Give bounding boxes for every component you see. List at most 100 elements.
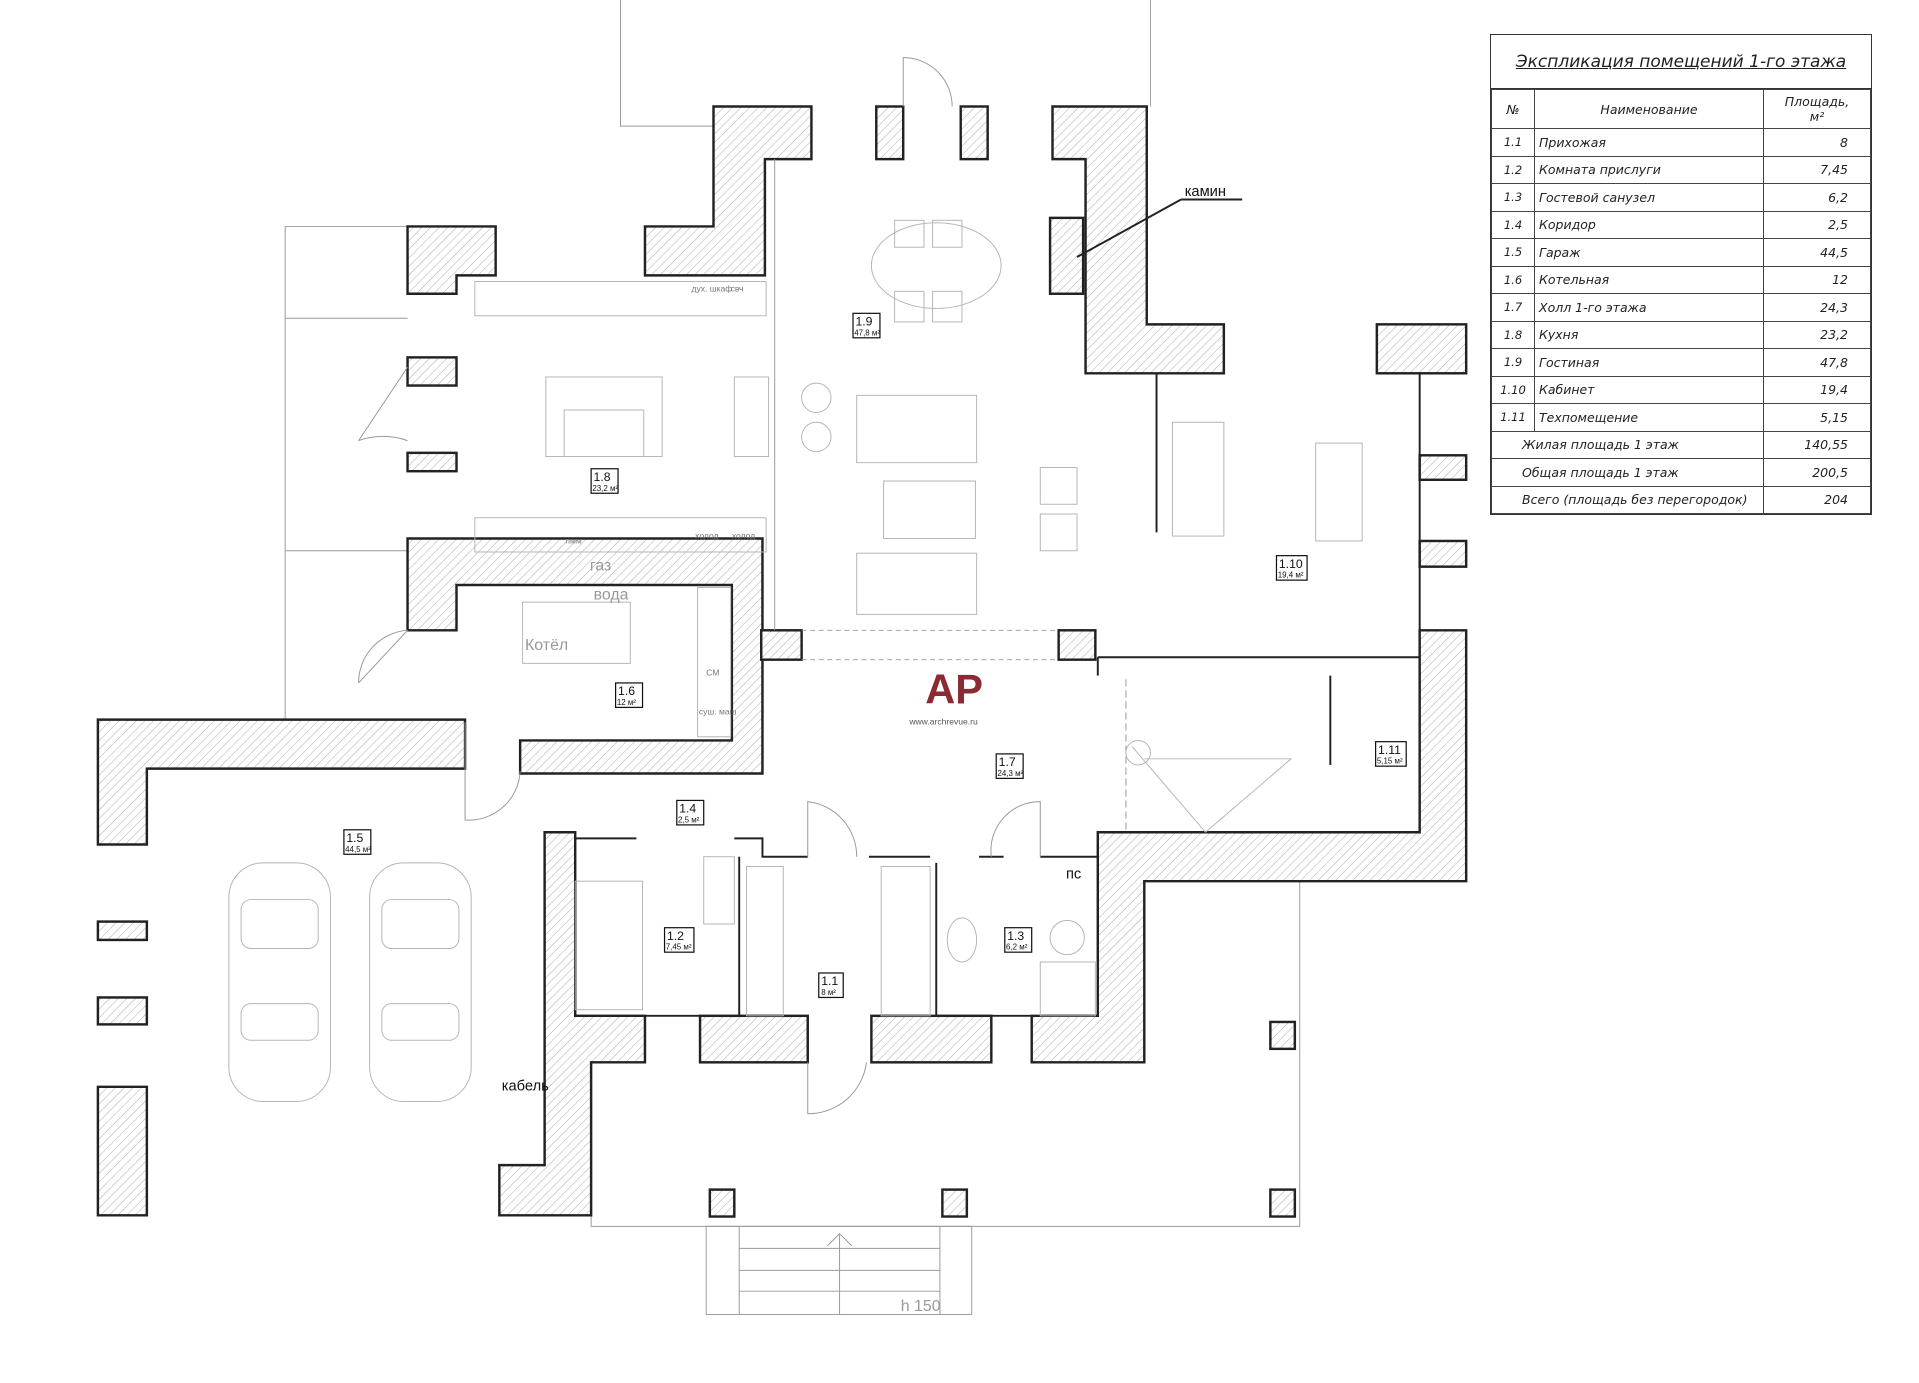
total-area: 200,5 bbox=[1763, 458, 1871, 487]
svg-text:1.11: 1.11 bbox=[1378, 743, 1401, 757]
svg-text:12 м²: 12 м² bbox=[617, 698, 636, 707]
row-num: 1.1 bbox=[1491, 128, 1535, 157]
row-name: Техпомещение bbox=[1534, 403, 1764, 432]
room-label-1-6: 1.612 м² bbox=[614, 682, 644, 709]
svg-text:47,8 м²: 47,8 м² bbox=[854, 328, 880, 337]
total-area: 140,55 bbox=[1763, 430, 1871, 459]
total-row: Всего (площадь без перегородок)204 bbox=[1491, 485, 1871, 514]
svg-text:19,4 м²: 19,4 м² bbox=[1278, 571, 1304, 580]
room-label-1-5: 1.544,5 м² bbox=[343, 829, 372, 855]
row-name: Холл 1-го этажа bbox=[1534, 293, 1764, 322]
room-label-1-8: 1.823,2 м² bbox=[590, 468, 619, 494]
room-label-1-4: 1.42,5 м² bbox=[676, 799, 705, 826]
header-area: Площадь,м² bbox=[1763, 89, 1871, 129]
table-title: Экспликация помещений 1-го этажа bbox=[1491, 35, 1871, 89]
svg-text:1.10: 1.10 bbox=[1279, 557, 1303, 571]
row-num: 1.6 bbox=[1491, 265, 1535, 294]
row-num: 1.8 bbox=[1491, 320, 1535, 349]
row-area: 24,3 bbox=[1763, 293, 1871, 322]
shaft-label: пс bbox=[1066, 867, 1081, 883]
row-area: 6,2 bbox=[1763, 183, 1871, 212]
room-label-1-9: 1.947,8 м² bbox=[852, 312, 881, 339]
row-num: 1.4 bbox=[1491, 210, 1535, 239]
row-name: Кабинет bbox=[1534, 375, 1764, 404]
svg-text:1.2: 1.2 bbox=[667, 929, 684, 943]
dishwasher-label: пмм bbox=[565, 535, 582, 545]
room-label-1-2: 1.27,45 м² bbox=[663, 927, 695, 953]
svg-text:2,5 м²: 2,5 м² bbox=[678, 815, 700, 824]
row-num: 1.2 bbox=[1491, 155, 1535, 184]
water-label: вода bbox=[594, 587, 629, 604]
room-label-1-1: 1.18 м² bbox=[818, 972, 844, 999]
total-name: Общая площадь 1 этаж bbox=[1491, 458, 1764, 487]
row-area: 19,4 bbox=[1763, 375, 1871, 404]
steps-height-label: h 150 bbox=[901, 1298, 941, 1315]
row-area: 47,8 bbox=[1763, 348, 1871, 377]
watermark-site: www.archrevue.ru bbox=[908, 717, 978, 727]
row-num: 1.9 bbox=[1491, 348, 1535, 377]
row-name: Кухня bbox=[1534, 320, 1764, 349]
header-name: Наименование bbox=[1534, 89, 1764, 129]
svg-text:1.6: 1.6 bbox=[618, 684, 635, 698]
row-area: 23,2 bbox=[1763, 320, 1871, 349]
row-num: 1.7 bbox=[1491, 293, 1535, 322]
room-explication-table: Экспликация помещений 1-го этажа № Наиме… bbox=[1490, 34, 1872, 515]
row-name: Гостевой санузел bbox=[1534, 183, 1764, 212]
svg-text:5,15 м²: 5,15 м² bbox=[1377, 757, 1403, 766]
row-name: Коридор bbox=[1534, 210, 1764, 239]
svg-text:8 м²: 8 м² bbox=[821, 988, 836, 997]
row-num: 1.3 bbox=[1491, 183, 1535, 212]
row-area: 12 bbox=[1763, 265, 1871, 294]
row-name: Гараж bbox=[1534, 238, 1764, 267]
walls bbox=[96, 105, 1468, 1218]
total-name: Всего (площадь без перегородок) bbox=[1491, 485, 1764, 514]
row-num: 1.5 bbox=[1491, 238, 1535, 267]
row-name: Прихожая bbox=[1534, 128, 1764, 157]
svg-text:1.3: 1.3 bbox=[1007, 929, 1024, 943]
fireplace-label: камин bbox=[1185, 184, 1226, 200]
cable-label: кабель bbox=[502, 1078, 549, 1094]
dryer-label: суш. маш bbox=[699, 707, 737, 717]
partitions bbox=[575, 159, 1421, 1017]
row-name: Гостиная bbox=[1534, 348, 1764, 377]
gas-label: газ bbox=[590, 557, 611, 574]
svg-text:24,3 м²: 24,3 м² bbox=[997, 769, 1023, 778]
doors bbox=[358, 57, 1041, 1115]
svg-text:23,2 м²: 23,2 м² bbox=[592, 484, 618, 493]
row-area: 8 bbox=[1763, 128, 1871, 157]
furniture bbox=[474, 219, 1363, 1017]
svg-text:6,2 м²: 6,2 м² bbox=[1006, 943, 1028, 952]
svg-text:1.8: 1.8 bbox=[594, 470, 611, 484]
svg-text:7,45 м²: 7,45 м² bbox=[666, 943, 692, 952]
header-num: № bbox=[1491, 89, 1535, 129]
svg-text:1.7: 1.7 bbox=[999, 755, 1016, 769]
fridge-label-1: холод bbox=[695, 531, 718, 541]
row-area: 2,5 bbox=[1763, 210, 1871, 239]
washer-label: СМ bbox=[706, 668, 719, 678]
row-num: 1.11 bbox=[1491, 403, 1535, 432]
row-name: Котельная bbox=[1534, 265, 1764, 294]
row-num: 1.10 bbox=[1491, 375, 1535, 404]
fridge-label-2: холод bbox=[732, 531, 755, 541]
svg-text:44,5 м²: 44,5 м² bbox=[345, 845, 371, 854]
total-name: Жилая площадь 1 этаж bbox=[1491, 430, 1764, 459]
boiler-label: Котёл bbox=[525, 637, 568, 654]
total-area: 204 bbox=[1763, 485, 1871, 514]
svg-text:1.9: 1.9 bbox=[855, 315, 872, 329]
room-label-1-11: 1.115,15 м² bbox=[1374, 741, 1407, 767]
watermark-logo: AP bbox=[925, 666, 983, 713]
car-left bbox=[228, 862, 331, 1102]
